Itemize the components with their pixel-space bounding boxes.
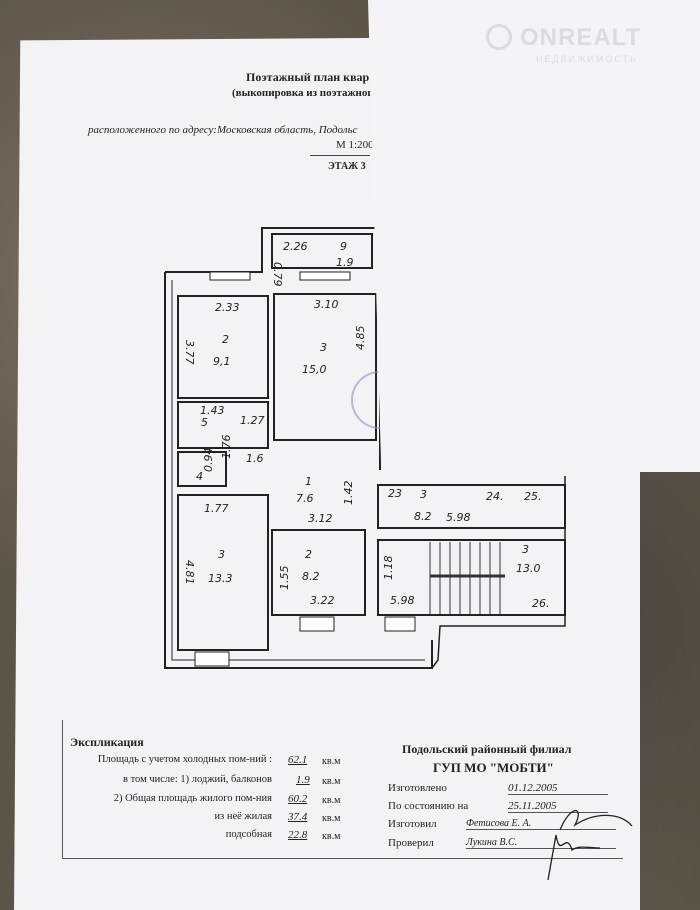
org-label: Изготовлено [388, 782, 447, 794]
room-a-area: 9,1 [213, 355, 231, 368]
wc [177, 451, 227, 487]
wc-area: 0.94 [202, 448, 215, 473]
watermark-sub: НЕДВИЖИМОСТЬ [536, 54, 638, 64]
org-label: Изготовил [388, 818, 437, 830]
exp-value: 62.1 [288, 754, 308, 766]
balcony [271, 233, 373, 269]
right-bottom-area: 13.0 [516, 562, 541, 575]
org-label: Проверил [388, 837, 434, 849]
right-bottom-dim-h: 1.18 [382, 556, 395, 581]
room-a-dim-w: 2.33 [215, 301, 240, 314]
bath-d1: 1.43 [200, 404, 225, 417]
bath-area: 1.6 [246, 452, 264, 465]
room-b-num: 3 [320, 341, 327, 354]
bath-num: 5 [201, 416, 208, 429]
explication-title: Экспликация [70, 735, 144, 749]
exp-value: 1.9 [296, 774, 310, 786]
room-a-num: 2 [222, 333, 229, 346]
org-value: Лукина В.С. [466, 837, 616, 849]
exp-label: подсобная [225, 829, 272, 840]
right-bottom-num: 3 [522, 543, 529, 556]
balcony-num: 9 [340, 240, 347, 253]
right-bottom-dim-w: 5.98 [390, 594, 415, 607]
exp-label: из неё жилая [214, 811, 272, 822]
exp-label: 2) Общая площадь жилого пом-ния [113, 793, 272, 804]
watermark-logo-icon [486, 24, 512, 50]
room-b-area: 15,0 [302, 363, 327, 376]
right-top-dim-w: 5.98 [446, 511, 471, 524]
org-value: 01.12.2005 [508, 782, 608, 795]
org-label: По состоянию на [388, 800, 469, 812]
corridor-dim-w: 3.12 [308, 512, 333, 525]
exp-label: Площадь с учетом холодных пом-ний : [97, 754, 272, 765]
room-c [177, 494, 269, 651]
org-value: Фетисова Е. А. [466, 818, 616, 830]
stairs [429, 542, 505, 614]
watermark-brand: ONREALT [520, 24, 642, 51]
right-top-area: 8.2 [414, 510, 432, 523]
room-c-dim-h: 4.81 [183, 560, 196, 585]
balcony-area: 1.9 [336, 256, 354, 269]
overlapping-sheet [368, 0, 700, 472]
exp-value: 37.4 [288, 811, 308, 823]
room-d-dim-w: 3.22 [310, 594, 335, 607]
bath-d3: 1.76 [220, 435, 233, 460]
bath-d2: 1.27 [240, 414, 265, 427]
exp-label: в том числе: 1) лоджий, балконов [123, 774, 272, 785]
room-b [273, 293, 377, 441]
scale: М 1:200 [336, 139, 374, 151]
explication-frame [62, 720, 623, 859]
room-c-num: 3 [218, 548, 225, 561]
exp-unit: кв.м [322, 813, 341, 824]
room-d-dim-h: 1.55 [278, 566, 291, 591]
corridor-num: 1 [305, 475, 312, 488]
bath [177, 401, 269, 449]
room-c-area: 13.3 [208, 572, 233, 585]
exp-value: 22.8 [288, 829, 308, 841]
room-a [177, 295, 269, 399]
right-top-n1: 23 [388, 487, 402, 500]
wc-num: 4 [196, 470, 203, 483]
floor-label: ЭТАЖ 3 [328, 161, 366, 172]
room-c-dim-w: 1.77 [204, 502, 229, 515]
right-bottom-n1: 26. [532, 597, 550, 610]
corridor-dim-h: 1.42 [342, 481, 355, 506]
room-d [271, 529, 366, 616]
room-d-area: 8.2 [302, 570, 320, 583]
exp-unit: кв.м [322, 831, 341, 842]
right-top-num: 3 [420, 488, 427, 501]
org-value: 25.11.2005 [508, 800, 608, 813]
exp-unit: кв.м [322, 756, 341, 767]
exp-unit: кв.м [322, 776, 341, 787]
doc-title: Поэтажный план квар [246, 70, 370, 84]
room-b-dim-h: 4.85 [354, 326, 367, 351]
org-line1: Подольский районный филиал [402, 742, 572, 756]
balcony-dim-h: 0.79 [271, 262, 284, 287]
windows [194, 271, 416, 667]
doc-subtitle: (выкопировка из поэтажног [232, 87, 373, 99]
right-top-n2: 24. [486, 490, 504, 503]
room-b-dim-w: 3.10 [314, 298, 339, 311]
balcony-dim-w: 2.26 [283, 240, 308, 253]
divider [310, 155, 370, 156]
right-top-n3: 25. [524, 490, 542, 503]
exp-value: 60.2 [288, 793, 308, 805]
org-line2: ГУП МО "МОБТИ" [433, 760, 554, 775]
room-a-dim-h: 3.77 [183, 340, 196, 365]
exp-unit: кв.м [322, 795, 341, 806]
address: расположенного по адресу:Московская обла… [88, 124, 358, 136]
room-d-num: 2 [305, 548, 312, 561]
corridor-area: 7.6 [296, 492, 314, 505]
